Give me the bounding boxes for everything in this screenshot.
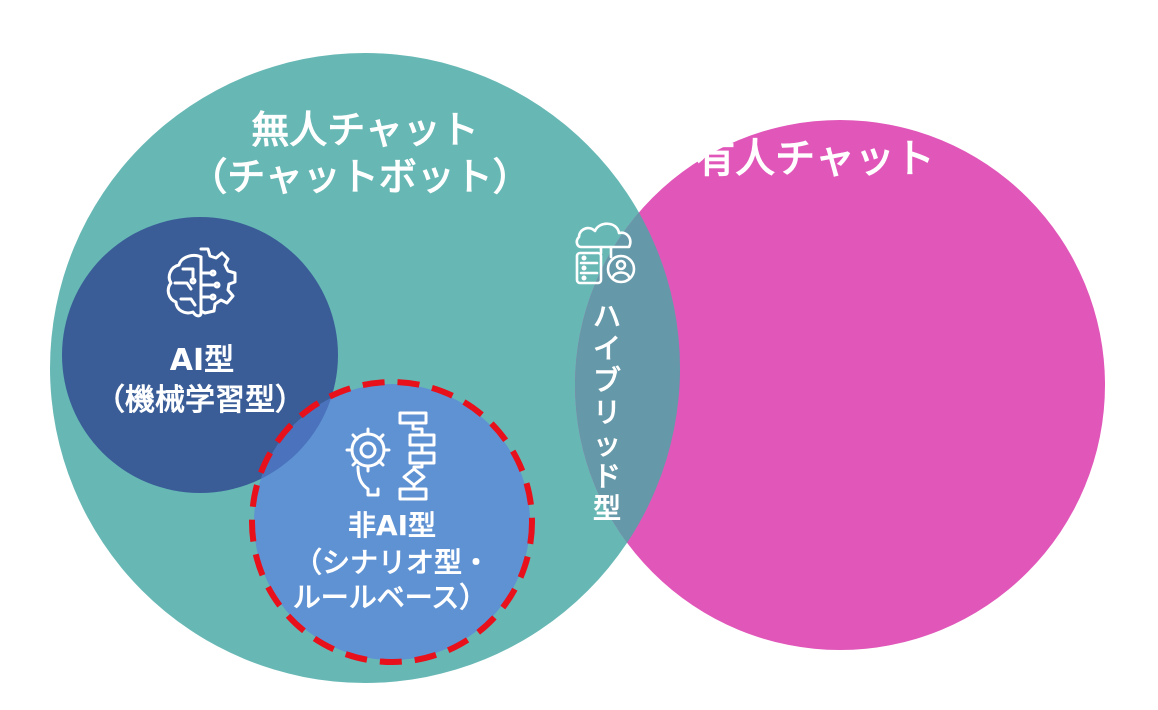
hybrid-char-3: リ (593, 396, 621, 429)
gear-flowchart-icon (345, 411, 436, 501)
brain-gear-icon (166, 247, 237, 318)
ai-type-circle (62, 217, 338, 493)
non-ai-type-circle (254, 384, 530, 660)
manned-chat-title: 有人チャット (695, 136, 935, 182)
non-ai-type-sublabel-2: ルールベース） (293, 581, 488, 614)
unmanned-chat-subtitle: （チャットボット） (189, 155, 531, 199)
ai-type-label: AI型 (170, 343, 234, 378)
non-ai-type-label: 非AI型 (348, 509, 436, 542)
hybrid-char-0: ハ (593, 300, 621, 333)
non-ai-highlight-ring (249, 379, 535, 665)
hybrid-char-4: ッ (593, 428, 621, 461)
hybrid-char-2: ブ (593, 364, 621, 397)
hybrid-type-label: ハ イ ブ リ ッ ド 型 (593, 300, 621, 525)
manned-chat-circle (575, 120, 1105, 650)
hybrid-char-6: 型 (593, 492, 621, 525)
hybrid-char-1: イ (593, 332, 621, 365)
cloud-server-user-icon (575, 222, 636, 285)
non-ai-type-sublabel-1: （シナリオ型・ (294, 546, 490, 579)
unmanned-chat-title: 無人チャット (251, 108, 479, 152)
ai-type-sublabel: （機械学習型） (95, 383, 305, 418)
hybrid-char-5: ド (593, 460, 621, 493)
